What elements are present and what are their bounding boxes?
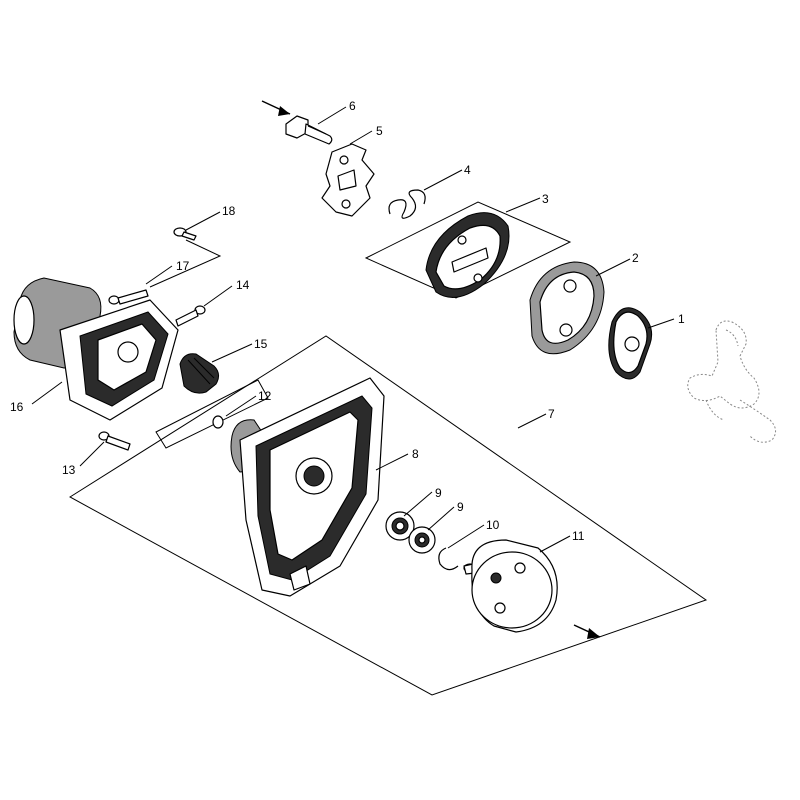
frame-group-13-16 <box>155 379 269 449</box>
part-15-coupler <box>179 353 220 394</box>
callout-4: 4 <box>464 163 471 177</box>
part-1-washer <box>608 307 653 380</box>
part-16-gear-housing <box>13 277 179 421</box>
arrow-top-icon <box>261 100 291 116</box>
part-12-clip <box>212 415 224 429</box>
callout-8: 8 <box>412 447 419 461</box>
part-5-carrier <box>321 143 375 217</box>
part-18-screw <box>173 227 197 241</box>
part-3-clutch-shoes <box>425 212 510 298</box>
callout-12: 12 <box>258 389 272 403</box>
part-4-spring <box>388 189 426 219</box>
part-6-bolt <box>285 115 333 145</box>
part-9-bearing-b <box>408 526 436 554</box>
callout-14: 14 <box>236 278 250 292</box>
callout-17: 17 <box>176 259 190 273</box>
callout-3: 3 <box>542 192 549 206</box>
callout-13: 13 <box>62 463 76 477</box>
callout-9-upper: 9 <box>435 486 442 500</box>
callout-9-lower: 9 <box>457 500 464 514</box>
callout-15: 15 <box>254 337 268 351</box>
part-10-snap-ring <box>438 547 459 571</box>
frame-group-7 <box>69 335 708 696</box>
callout-2: 2 <box>632 251 639 265</box>
callout-6: 6 <box>349 99 356 113</box>
part-8-housing <box>230 377 385 597</box>
part-14-screw <box>175 305 206 327</box>
part-13-screw <box>98 431 131 451</box>
frame-group-17-18 <box>149 239 222 288</box>
arrow-bottom-icon <box>573 624 601 639</box>
part-17-screw <box>108 289 149 305</box>
callout-10: 10 <box>486 518 500 532</box>
part-11-clutch-drum <box>463 539 558 633</box>
leader-lines <box>31 106 675 553</box>
part-2-plate <box>529 261 605 355</box>
callout-18: 18 <box>222 204 236 218</box>
frame-group-3 <box>364 201 572 299</box>
callout-16: 16 <box>10 400 24 414</box>
callout-7: 7 <box>548 407 555 421</box>
callout-11: 11 <box>572 529 585 543</box>
part-9-bearing-a <box>385 511 415 541</box>
crankshaft-ghost <box>687 320 776 443</box>
callout-5: 5 <box>376 124 383 138</box>
callout-1: 1 <box>678 312 685 326</box>
